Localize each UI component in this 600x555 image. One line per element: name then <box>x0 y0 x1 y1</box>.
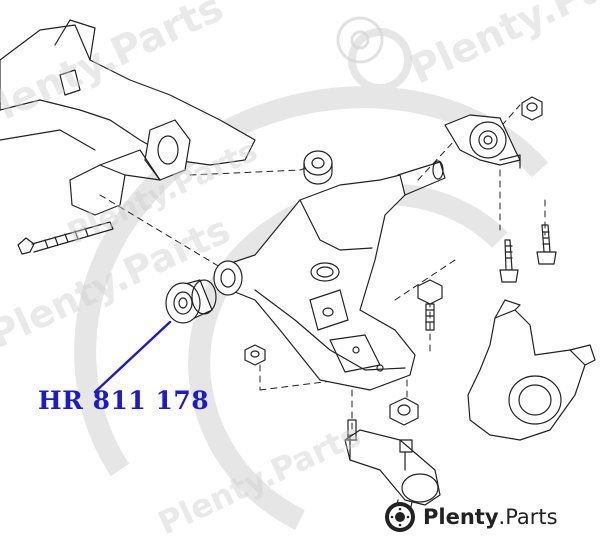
nut <box>521 96 543 121</box>
subframe <box>0 19 256 216</box>
brake-disc-icon <box>385 502 415 532</box>
brand-name: Plenty.Parts <box>423 505 558 529</box>
watermark-disc-icons <box>336 16 384 64</box>
bracket-bolts <box>499 224 557 283</box>
lower-control-arm <box>224 160 446 391</box>
long-bolt <box>17 221 114 255</box>
rear-bushing-bracket <box>444 114 521 169</box>
bushing-hr-811-178 <box>165 279 217 324</box>
ball-joint-nut <box>244 344 266 366</box>
arm-front-bushing <box>213 260 243 296</box>
part-number-label: HR 811 178 <box>38 386 210 415</box>
steering-knuckle <box>467 299 596 441</box>
brand-logo: Plenty.Parts <box>383 500 558 534</box>
arm-bolt <box>417 279 443 331</box>
washer <box>303 150 333 185</box>
pointer-line <box>93 320 172 394</box>
